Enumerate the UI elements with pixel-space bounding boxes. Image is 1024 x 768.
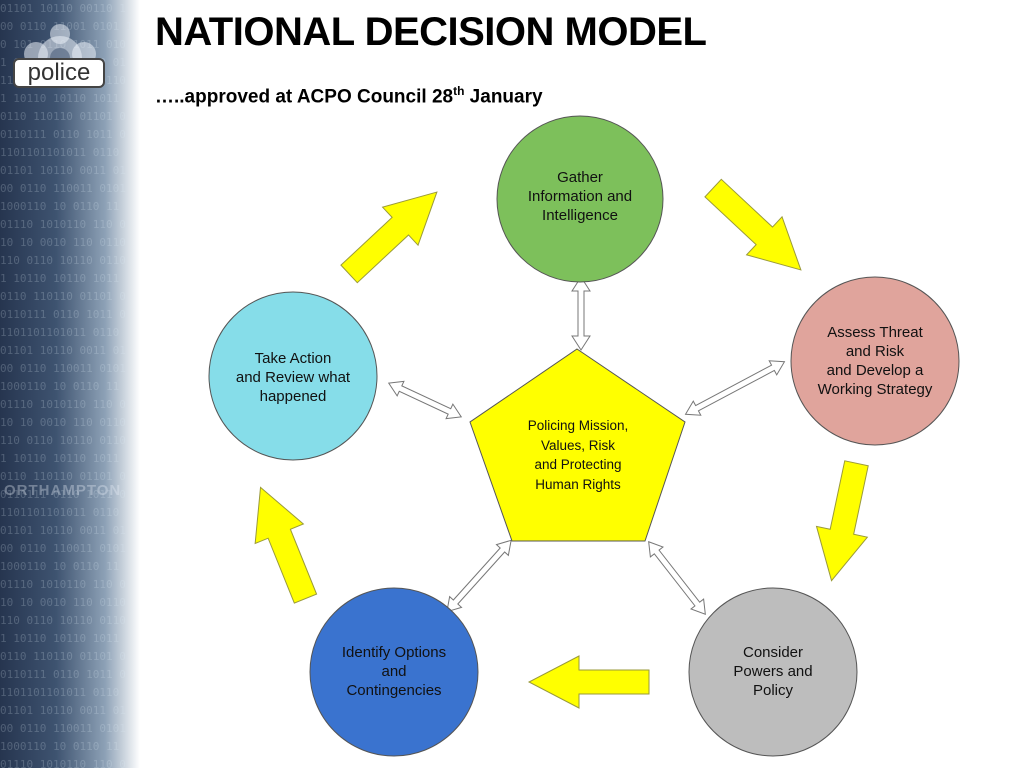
node-gather-label: Gather Information and Intelligence: [500, 168, 660, 225]
node-gather-circle: [496, 115, 664, 283]
connector-center-identify: [446, 539, 512, 613]
node-takeaction-circle: [208, 291, 378, 461]
arrow-takeaction-to-gather: [340, 191, 438, 284]
node-assess-label: Assess Threat and Risk and Develop a Wor…: [795, 323, 955, 399]
node-identify-line: Contingencies: [346, 682, 442, 699]
connector-center-takeaction: [387, 380, 463, 420]
node-consider-line: Policy: [752, 682, 793, 699]
node-consider-line: Powers and: [733, 663, 813, 680]
arrow-gather-to-assess: [704, 178, 802, 271]
center-line: Policing Mission,: [527, 418, 629, 433]
node-gather-line: Gather: [557, 169, 603, 186]
arrow-assess-to-consider: [815, 460, 869, 582]
node-identify-line: and: [381, 663, 407, 680]
node-consider-label: Consider Powers and Policy: [693, 643, 853, 700]
node-assess-line: Assess Threat: [827, 324, 923, 341]
node-identify-line: Identify Options: [341, 644, 447, 661]
center-label: Policing Mission, Values, Risk and Prote…: [508, 416, 648, 494]
subtitle-suffix: January: [464, 86, 543, 108]
center-line: and Protecting: [534, 457, 622, 472]
node-consider-circle: [688, 587, 858, 757]
connector-center-gather: [571, 276, 591, 351]
node-assess-circle: [790, 276, 960, 446]
sidebar-watermark: ORTHAMPTON: [4, 482, 122, 499]
connector-center-assess: [684, 360, 786, 416]
subtitle-superscript: th: [453, 84, 465, 98]
arrow-consider-to-identify: [527, 655, 650, 709]
node-consider-line: Consider: [742, 644, 804, 661]
node-takeaction-line: Take Action: [254, 350, 332, 367]
node-assess-line: and Develop a: [826, 362, 924, 379]
center-line: Human Rights: [535, 476, 621, 492]
center-line: Values, Risk: [540, 437, 616, 453]
node-takeaction-line: and Review what: [235, 369, 351, 386]
node-takeaction-label: Take Action and Review what happened: [213, 349, 373, 406]
node-gather-line: Information and: [527, 188, 633, 205]
police-logo-text: police: [13, 58, 105, 88]
connector-center-consider: [648, 540, 706, 616]
node-gather-line: Intelligence: [542, 207, 618, 224]
sidebar-background: 01101 10110 00110 1 00 0110 11001 0101 1…: [0, 0, 140, 768]
page-title: NATIONAL DECISION MODEL: [155, 10, 707, 54]
arrow-identify-to-takeaction: [254, 486, 318, 604]
page-subtitle: …..approved at ACPO Council 28th January: [155, 84, 543, 108]
node-takeaction-line: happened: [259, 388, 327, 405]
node-identify-circle: [309, 587, 479, 757]
center-pentagon: [469, 348, 686, 542]
node-assess-line: Working Strategy: [817, 381, 933, 398]
node-assess-line: and Risk: [845, 343, 905, 360]
node-identify-label: Identify Options and Contingencies: [314, 643, 474, 700]
subtitle-prefix: …..approved at ACPO Council 28: [155, 86, 454, 108]
